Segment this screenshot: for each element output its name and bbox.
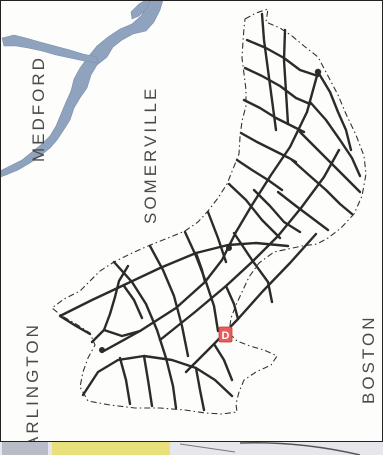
river-inlet [1, 34, 99, 64]
strip-yellow [52, 442, 170, 455]
junction-dots [99, 68, 322, 353]
road-segment [58, 314, 92, 336]
city-boundary [51, 8, 367, 415]
marker-letter: D [222, 330, 230, 342]
road-segment [184, 232, 318, 374]
road-segment [81, 354, 234, 398]
road-segment [282, 28, 290, 126]
road-segment [235, 158, 284, 192]
road-segment [308, 100, 362, 178]
road-segment [212, 342, 234, 382]
road-segment [118, 356, 132, 406]
road-segment [158, 148, 341, 342]
road-segment [316, 70, 353, 152]
road-segment [60, 241, 290, 317]
label-medford: MEDFORD [29, 55, 48, 162]
strip-gray-left [2, 442, 48, 455]
location-marker-d[interactable]: D [218, 326, 233, 343]
road-segment [90, 264, 130, 344]
road-segment [194, 366, 206, 412]
road-segment [122, 284, 144, 320]
marker-background [218, 326, 233, 343]
road-segment [148, 244, 190, 358]
road-segment [276, 190, 330, 232]
road-network [58, 12, 362, 412]
junction [99, 347, 105, 353]
strip-curve [239, 442, 361, 455]
road-segment [227, 182, 282, 240]
road-segment [252, 188, 302, 234]
road-segment [298, 130, 362, 194]
junction [226, 245, 232, 251]
road-segment [232, 231, 274, 304]
road-segment [142, 354, 154, 408]
strip-line [179, 443, 236, 453]
junction [314, 68, 322, 76]
label-boston: BOSTON [359, 315, 378, 404]
road-segment [260, 12, 278, 132]
road-segment [100, 70, 320, 354]
road-segment [112, 260, 178, 410]
road-segment [194, 251, 207, 284]
road-segment [206, 210, 228, 264]
road-segment [224, 284, 240, 321]
road-segment [242, 98, 306, 134]
river-bay [130, 0, 151, 20]
road-segment [290, 158, 354, 216]
label-somerville: SOMERVILLE [141, 86, 160, 224]
road-segment [102, 328, 142, 338]
road-segment [243, 66, 312, 106]
label-arlington: ARLINGTON [23, 322, 42, 448]
bottom-strip [0, 441, 383, 455]
